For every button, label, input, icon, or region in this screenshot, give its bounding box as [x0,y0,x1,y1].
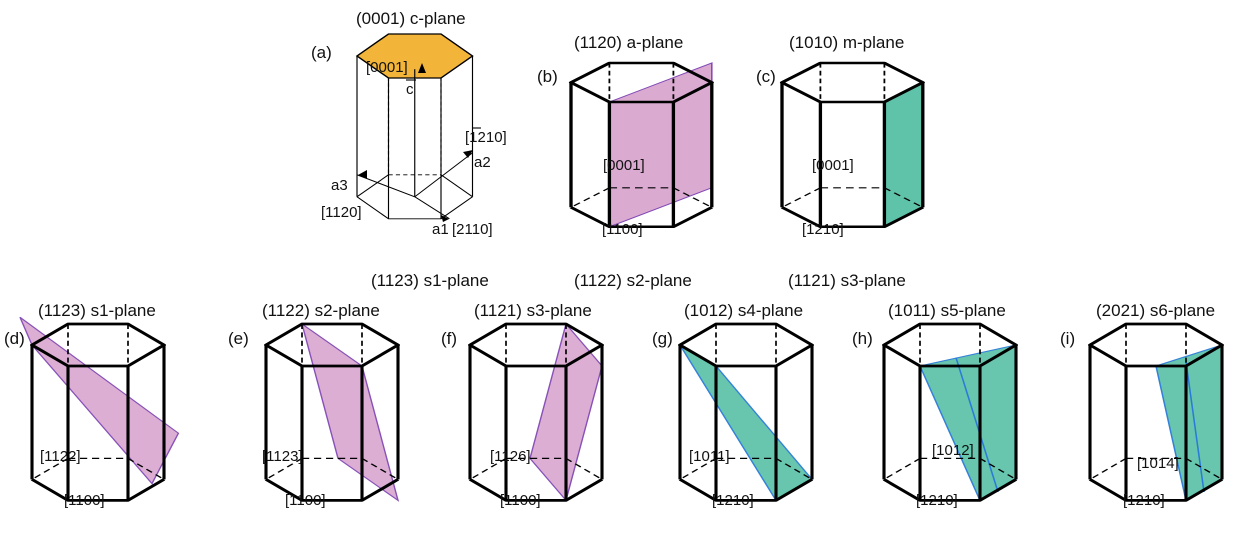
dir-b1: [0001] [603,157,645,174]
vec-a3: a3 [331,177,348,194]
panel-b: (1120) a-plane (b) [0001] [1100] [537,33,712,238]
dir-b2: [1100] [602,221,643,238]
title-e: (1122) s2-plane [262,301,380,320]
a-plane-face [608,62,713,228]
dir-0001: [0001] [366,59,408,76]
caption-s1: (1123) s1-plane [371,271,489,290]
dir-e2: [1100] [285,492,326,509]
caption-s2: (1122) s2-plane [574,271,692,290]
title-g: (1012) s4-plane [684,301,803,320]
vec-c: c [406,81,414,98]
s4-plane-face [679,344,814,502]
title-d: (1123) s1-plane [38,301,156,320]
panel-f: (1121) s3-plane (f) [1126] [1100] [441,301,604,509]
title-b: (1120) a-plane [574,33,683,52]
panel-g: (1012) s4-plane (g) [1011] [1210] [652,301,814,509]
dir-h1: [1012] [932,442,974,459]
vec-a2: a2 [474,154,491,171]
dir-c2: [1210] [802,221,844,238]
panel-a: (0001) c-plane (a) [0001] c [1210] [311,9,507,238]
dir-f2: [1100] [500,492,541,509]
title-h: (1011) s5-plane [888,301,1006,320]
title-a: (0001) c-plane [356,9,466,28]
dir-h2: [1210] [916,492,958,509]
label-c: (c) [756,67,776,86]
label-e: (e) [228,329,249,348]
label-a: (a) [311,43,332,62]
title-c: (1010) m-plane [789,33,904,52]
panel-e: (1122) s2-plane (e) [1123] [1100] [228,301,400,509]
m-plane-face [883,81,924,228]
s5-plane-face [919,344,1017,502]
title-i: (2021) s6-plane [1096,301,1215,320]
panel-d: (1123) s1-plane (d) [1122] [1100] [4,301,180,509]
label-g: (g) [652,329,673,348]
label-b: (b) [537,67,558,86]
dir-g2: [1210] [712,492,754,509]
panel-h: (1011) s5-plane (h) [1012] [1210] [852,301,1018,509]
s2-plane-face [300,322,400,502]
dir-c1: [0001] [812,157,854,174]
dir-2110: [2110] [452,221,493,238]
title-f: (1121) s3-plane [474,301,592,320]
dir-d1: [1122] [40,448,81,465]
label-h: (h) [852,329,873,348]
label-d: (d) [4,329,25,348]
dir-i1: [1014] [1137,455,1179,472]
vec-a1: a1 [432,221,449,238]
dir-1120: [1120] [321,204,362,221]
dir-d2: [1100] [64,492,105,509]
dir-f1: [1126] [490,448,531,465]
label-i: (i) [1060,329,1075,348]
panel-c: (1010) m-plane (c) [0001] [1210] [756,33,923,238]
dir-e1: [1123] [262,448,303,465]
dir-1210: [1210] [465,129,507,146]
dir-g1: [1011] [689,448,730,465]
panel-i: (2021) s6-plane (i) [1014] [1210] [1060,301,1224,509]
caption-s3: (1121) s3-plane [788,271,906,290]
label-f: (f) [441,329,457,348]
dir-i2: [1210] [1123,492,1165,509]
s1-plane-face [19,316,180,485]
s6-plane-face [1155,344,1223,502]
